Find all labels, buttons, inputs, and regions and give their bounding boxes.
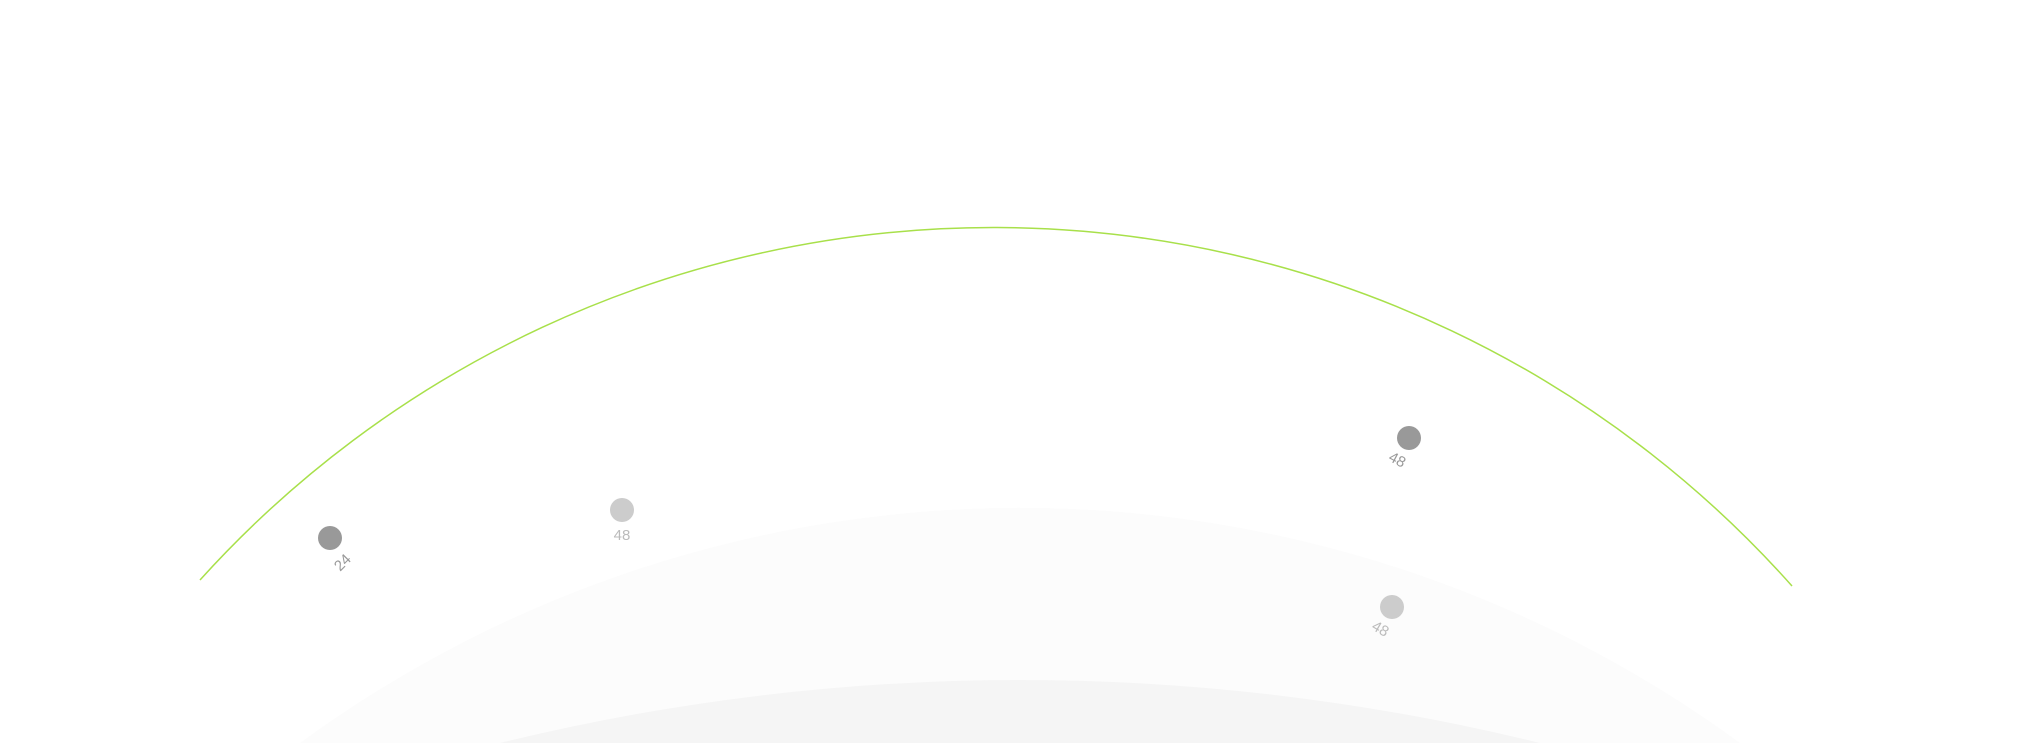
inner-band [500, 680, 1540, 743]
point-label: 48 [614, 527, 631, 544]
point-label: 24 [331, 551, 355, 575]
dot-light[interactable] [610, 498, 634, 522]
green-arc [199, 226, 1793, 587]
point-3[interactable]: 48 [1386, 426, 1421, 471]
outer-band [300, 507, 1740, 743]
point-2[interactable]: 48 [610, 498, 634, 544]
point-4[interactable]: 48 [1369, 595, 1404, 641]
dot-light[interactable] [1380, 595, 1404, 619]
dot-dark[interactable] [1397, 426, 1421, 450]
point-label: 48 [1386, 449, 1409, 472]
dot-dark[interactable] [318, 526, 342, 550]
point-1[interactable]: 24 [318, 526, 355, 575]
point-label: 48 [1369, 618, 1392, 641]
